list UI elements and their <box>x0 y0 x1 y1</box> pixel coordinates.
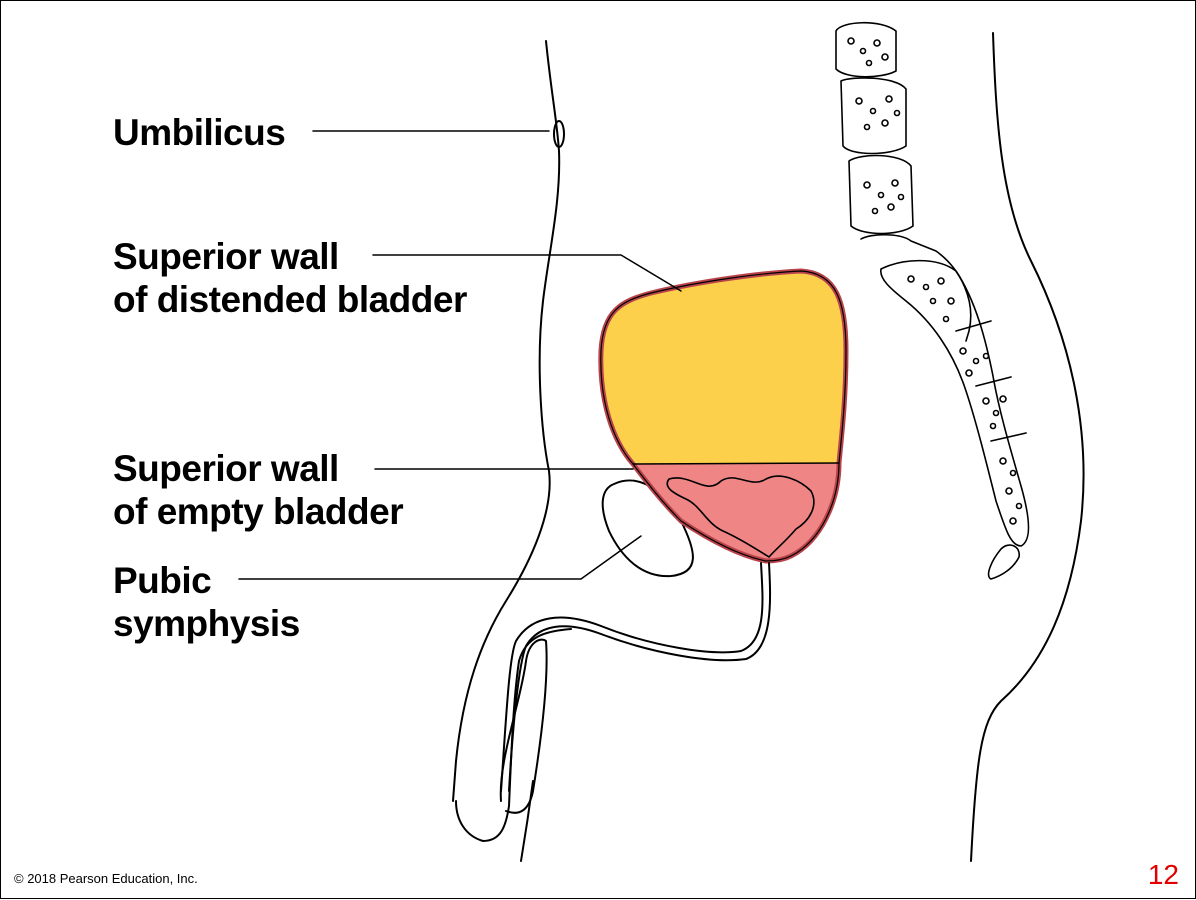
label-distended-line2: of distended bladder <box>113 278 467 321</box>
label-distended-line1: Superior wall <box>113 235 467 278</box>
anterior-abdominal-wall <box>453 41 559 801</box>
urethra <box>501 563 762 791</box>
bladder-level-line <box>633 463 839 464</box>
label-pubic-line1: Pubic <box>113 559 300 602</box>
label-pubic-symphysis: Pubic symphysis <box>113 559 300 645</box>
label-empty-bladder: Superior wall of empty bladder <box>113 447 403 533</box>
urethra-inner <box>509 563 770 791</box>
distended-bladder <box>601 271 846 464</box>
label-umbilicus-text: Umbilicus <box>113 111 285 154</box>
label-pubic-line2: symphysis <box>113 602 300 645</box>
posterior-body-outline <box>971 33 1084 861</box>
label-empty-line1: Superior wall <box>113 447 403 490</box>
copyright-text: © 2018 Pearson Education, Inc. <box>14 871 198 886</box>
slide-number: 12 <box>1148 859 1179 891</box>
label-distended-bladder: Superior wall of distended bladder <box>113 235 467 321</box>
label-umbilicus: Umbilicus <box>113 111 285 154</box>
penis-inner <box>501 640 547 813</box>
label-empty-line2: of empty bladder <box>113 490 403 533</box>
perineum-line <box>521 781 533 861</box>
sacrum-vertebrae <box>836 23 1029 579</box>
